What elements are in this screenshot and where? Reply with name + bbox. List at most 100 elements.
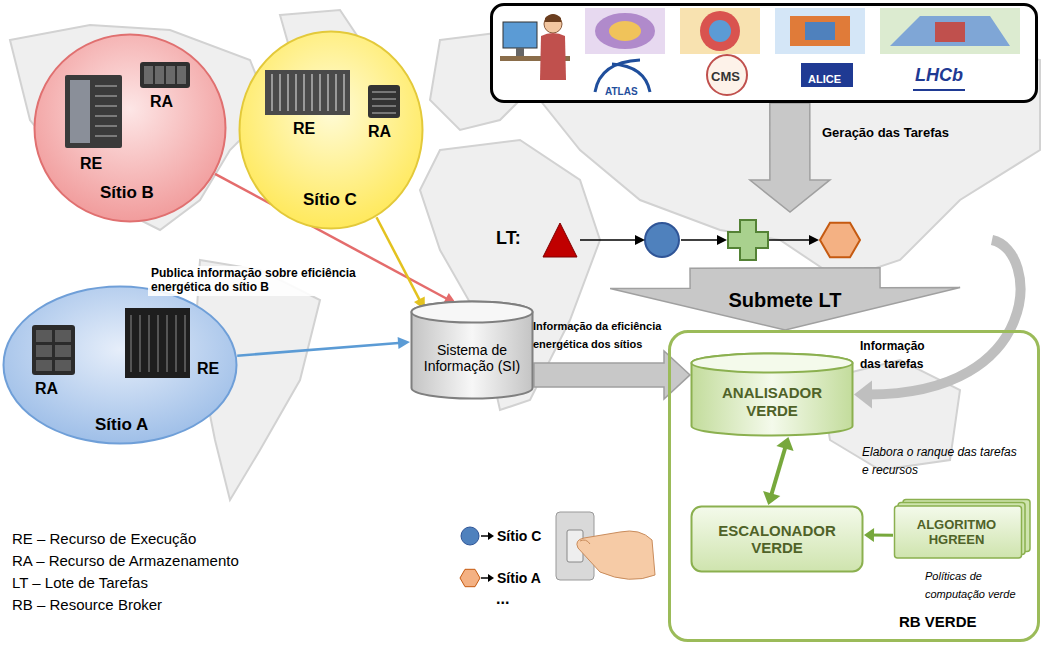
experiment-pictures (544, 15, 562, 33)
free-label: ... (496, 590, 509, 607)
text-slot: Sítio A (95, 415, 148, 435)
text-slot: LT: (496, 228, 521, 249)
experiment-pictures (503, 22, 537, 48)
free-label: Elabora o ranque das tarefas e recursos (862, 445, 1017, 477)
connector-line (237, 343, 401, 356)
node-label: RB VERDE (899, 613, 977, 630)
cylinder-body (412, 302, 533, 399)
site-outline (35, 35, 226, 222)
block-arrow (534, 351, 690, 399)
text-column: ANALISADOR VERDE (698, 384, 846, 419)
site-a-servers (55, 330, 71, 342)
site-a-servers (166, 315, 168, 372)
node-label: Sítio A (95, 415, 148, 434)
experiment-pictures (707, 55, 747, 95)
site-c-servers (295, 74, 297, 111)
free-label: RA – Recurso de Armazenamento (12, 552, 239, 569)
site-b-servers (95, 85, 117, 87)
arrow-head (864, 528, 874, 542)
dispatch-switch (481, 577, 489, 579)
task-shapes (717, 235, 727, 245)
cylinder-top (412, 302, 533, 323)
experiment-pictures (709, 20, 731, 42)
task-shapes (728, 220, 768, 260)
site-c-servers (272, 74, 344, 111)
cylinder-top (692, 354, 853, 373)
scheduler-box: ESCALONADOR VERDE (690, 505, 864, 573)
label-slot: Sítio A (497, 569, 541, 587)
connector (854, 240, 1020, 409)
site-a-servers (36, 330, 71, 371)
site-outline (4, 287, 237, 444)
site-a-servers (139, 315, 141, 372)
site-b-servers (95, 115, 117, 117)
dispatch-switch (481, 535, 489, 537)
label-slot: Políticas de computação verde (925, 566, 1035, 602)
edge-label: Geração das Tarefas (822, 125, 949, 140)
node-label: ATLAS (605, 86, 638, 97)
site-outline (240, 32, 423, 229)
document-page (895, 506, 1022, 558)
rounded-box (692, 507, 863, 572)
label-slot: Elabora o ranque das tarefas e recursos (862, 442, 1022, 478)
site-circle: RERASítio C (238, 30, 424, 230)
connector (534, 351, 690, 399)
experiment-pictures (913, 89, 965, 91)
site-c-servers (327, 74, 329, 111)
site-c-servers (372, 98, 396, 100)
task-shapes (580, 239, 636, 241)
arrow-head (854, 381, 872, 409)
site-a-servers (55, 345, 71, 357)
task-shapes (681, 239, 718, 241)
text-slot: CMS (711, 67, 740, 85)
experiment-pictures (612, 64, 650, 92)
site-c-servers (372, 92, 396, 113)
site-c-servers (343, 74, 345, 111)
site-c-servers (372, 91, 396, 93)
site-b-servers (144, 66, 186, 84)
experiment-pictures (890, 16, 1010, 46)
text-slot: RB VERDE (899, 613, 977, 631)
arrow-head (776, 437, 793, 451)
site-c-servers (368, 85, 400, 118)
site-a-servers (32, 308, 190, 378)
site-b-servers (65, 62, 190, 148)
free-label: Sítio A (497, 570, 541, 586)
connector (610, 268, 960, 330)
label-slot: RB – Resource Broker (12, 596, 162, 614)
node-label: RE (80, 155, 102, 172)
site-a-servers (148, 315, 150, 372)
experiment-pictures (545, 14, 561, 22)
node-label: ANALISADOR VERDE (698, 384, 846, 419)
site-a-servers (175, 315, 177, 372)
dispatch-switch (580, 540, 590, 544)
task-shapes (769, 239, 810, 241)
task-shapes (820, 223, 860, 258)
text-slot: Sítio B (100, 183, 154, 203)
site-b-servers (95, 105, 117, 107)
text-slot: RA (35, 380, 58, 398)
node-label: LHCb (915, 65, 963, 85)
free-label: LT – Lote de Tarefas (12, 574, 148, 591)
text-slot: LHCb (915, 65, 963, 86)
connector-line (376, 217, 421, 302)
edge-label: Informação da eficiência energética dos … (533, 320, 661, 350)
node-label: Sistema de Informação (SI) (418, 342, 526, 374)
site-a-servers (130, 315, 132, 372)
node-label: ALICE (808, 73, 841, 85)
dispatch-switch (577, 531, 655, 579)
task-shapes (635, 235, 645, 245)
node-label: RE (197, 360, 219, 377)
text-slot: RA (368, 123, 391, 141)
site-b-servers (95, 125, 117, 127)
dispatch-switch (461, 527, 479, 545)
site-c-servers (287, 74, 289, 111)
connector (750, 103, 830, 212)
curved-arrow (868, 240, 1020, 395)
dispatch-switch (460, 512, 655, 587)
node-label: LT: (496, 228, 521, 248)
edge-label-slot: Publica informação sobre eficiência ener… (148, 266, 363, 296)
experiment-pictures (775, 8, 865, 54)
site-c-servers (335, 74, 337, 111)
